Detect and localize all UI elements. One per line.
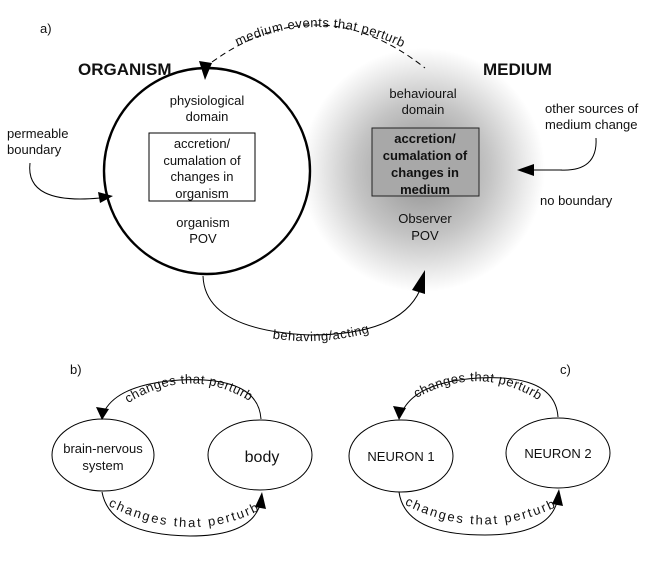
permeable-boundary-arrow: [29, 162, 101, 200]
medium-box-line3: changes in: [391, 165, 459, 180]
body-label: body: [245, 449, 280, 466]
panel-b: b) brain-nervous system body changes tha…: [51, 362, 313, 537]
medium-events-arrow: [211, 24, 426, 69]
medium-accretion-box: [371, 127, 480, 197]
medium-box-line4: medium: [400, 182, 450, 197]
neuron-2-node: [505, 417, 611, 489]
medium-title: MEDIUM: [483, 60, 552, 79]
organism-domain-line1: physiological: [170, 93, 245, 108]
b-top-arrowhead: [96, 407, 109, 420]
permeable-boundary-line2: boundary: [7, 142, 62, 157]
medium-pov-line1: Observer: [398, 211, 452, 226]
medium-events-arrowhead: [199, 61, 212, 80]
brain-nervous-line2: system: [82, 458, 123, 473]
organism-domain-line2: domain: [186, 109, 229, 124]
c-top-arrow: [402, 377, 559, 418]
behaving-arrow: [202, 275, 421, 336]
c-top-arrowhead: [393, 406, 406, 420]
medium-pov-line2: POV: [411, 228, 439, 243]
neuron-2-label: NEURON 2: [524, 446, 591, 461]
b-top-label: changes that perturb: [122, 371, 256, 405]
medium-events-label: medium events that perturb: [233, 15, 408, 50]
brain-nervous-node: [51, 418, 155, 492]
medium-domain-line1: behavioural: [389, 86, 456, 101]
organism-box-line2: cumalation of: [163, 153, 241, 168]
organism-accretion-box: [148, 132, 256, 202]
organism-box-line3: changes in: [171, 169, 234, 184]
panel-c-label: c): [560, 362, 571, 377]
c-top-label: changes that perturb: [411, 369, 545, 403]
permeable-boundary-arrowhead: [98, 192, 113, 203]
permeable-boundary-line1: permeable: [7, 126, 68, 141]
panel-a: a) ORGANISM MEDIUM physiological domain …: [7, 15, 639, 344]
organism-title: ORGANISM: [78, 60, 172, 79]
medium-box-line1: accretion/: [394, 131, 456, 146]
medium-domain-line2: domain: [402, 102, 445, 117]
other-sources-arrow: [559, 137, 597, 171]
organism-box-line4: organism: [175, 186, 228, 201]
b-top-arrow: [104, 379, 262, 420]
no-boundary-label: no boundary: [540, 193, 613, 208]
body-node: [207, 419, 313, 491]
b-bottom-arrowhead: [255, 492, 266, 509]
c-bottom-arrow: [398, 491, 558, 536]
medium-box-line2: cumalation of: [383, 148, 468, 163]
b-bottom-arrow: [101, 491, 261, 537]
behaving-label: behaving/acting: [272, 321, 371, 344]
panel-a-label: a): [40, 21, 52, 36]
other-sources-line2: medium change: [545, 117, 638, 132]
neuron-1-node: [348, 419, 454, 493]
brain-nervous-line1: brain-nervous: [63, 441, 143, 456]
b-bottom-label: changes that perturb: [107, 495, 263, 530]
neuron-1-label: NEURON 1: [367, 449, 434, 464]
organism-pov-line2: POV: [189, 231, 217, 246]
organism-pov-line1: organism: [176, 215, 229, 230]
other-sources-arrowhead: [517, 164, 534, 176]
panel-c: c) NEURON 1 NEURON 2 changes that pertur…: [348, 362, 611, 536]
c-bottom-arrowhead: [552, 489, 563, 506]
c-bottom-label: changes that perturb: [403, 494, 559, 528]
other-sources-line1: other sources of: [545, 101, 639, 116]
behaving-arrowhead: [412, 270, 425, 294]
panel-b-label: b): [70, 362, 82, 377]
organism-box-line1: accretion/: [174, 136, 231, 151]
